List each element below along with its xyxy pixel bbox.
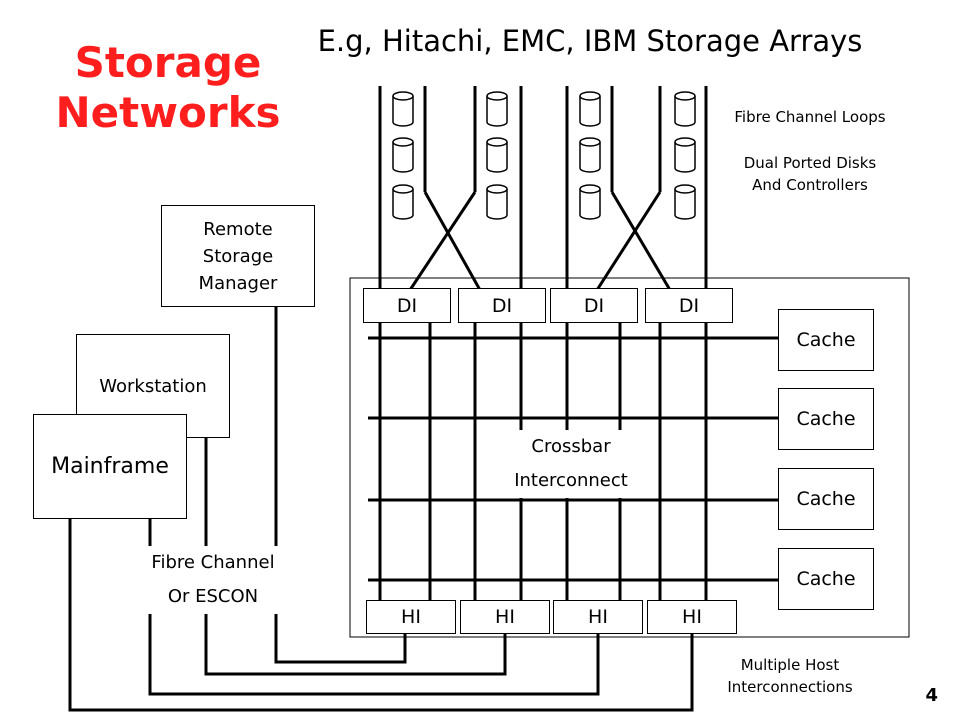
title-line-2: Networks <box>55 88 281 137</box>
host-interface-4: HI <box>647 600 737 634</box>
disk-icons <box>392 91 696 220</box>
fc-line-2: Or ESCON <box>167 586 259 607</box>
title-line-1: Storage <box>74 38 262 87</box>
workstation-label: Workstation <box>99 375 207 397</box>
cache-3: Cache <box>778 468 874 530</box>
mainframe-label: Mainframe <box>51 454 169 479</box>
dual-ported-line-1: Dual Ported Disks <box>743 154 877 172</box>
disk-interface-4: DI <box>645 288 733 323</box>
rsm-line-1: Remote <box>203 218 273 240</box>
rsm-line-2: Storage <box>202 245 274 267</box>
subtitle: E.g, Hitachi, EMC, IBM Storage Arrays <box>317 24 863 58</box>
crossbar-label: Crossbar Interconnect <box>488 430 654 498</box>
disk-interface-3: DI <box>550 288 638 323</box>
dual-ported-label: Dual Ported Disks And Controllers <box>710 152 910 196</box>
host-interface-3: HI <box>553 600 643 634</box>
disk-interface-1: DI <box>363 288 451 323</box>
page-title: Storage Networks <box>48 38 288 138</box>
multiple-host-label: Multiple Host Interconnections <box>700 654 880 698</box>
cache-1: Cache <box>778 309 874 371</box>
crossbar-line-1: Crossbar <box>531 436 611 457</box>
cache-2: Cache <box>778 388 874 450</box>
rsm-line-3: Manager <box>198 272 278 294</box>
remote-storage-manager-box: Remote Storage Manager <box>161 205 315 307</box>
dual-ported-line-2: And Controllers <box>752 176 868 194</box>
mh-line-2: Interconnections <box>727 678 853 696</box>
host-interface-1: HI <box>366 600 456 634</box>
page-number: 4 <box>925 685 938 706</box>
fc-line-1: Fibre Channel <box>151 552 275 573</box>
cache-4: Cache <box>778 548 874 610</box>
host-interface-2: HI <box>460 600 550 634</box>
fibre-channel-escon-label: Fibre Channel Or ESCON <box>122 546 304 614</box>
mainframe-box: Mainframe <box>33 414 187 519</box>
crossbar-line-2: Interconnect <box>514 470 628 491</box>
mh-line-1: Multiple Host <box>740 656 840 674</box>
disk-interface-2: DI <box>458 288 546 323</box>
fibre-channel-loops-label: Fibre Channel Loops <box>734 108 886 126</box>
